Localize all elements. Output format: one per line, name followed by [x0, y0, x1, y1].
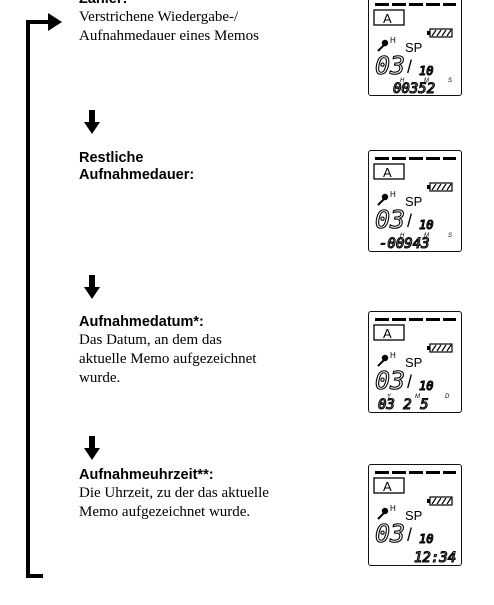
heading-line: Aufnahmedauer: — [79, 167, 195, 183]
microphone-icon — [377, 39, 389, 52]
unit-label: M — [415, 394, 420, 400]
mic-sensitivity: H — [390, 504, 396, 513]
step-heading: Zähler: — [79, 0, 349, 8]
step-counter: Zähler: Verstrichene Wiedergabe-/ Aufnah… — [79, 0, 349, 46]
time-readout: -00943 — [379, 236, 430, 251]
unit-label: S — [448, 233, 452, 239]
step-heading: Restliche Aufnahmedauer: — [79, 150, 349, 184]
unit-label: H — [400, 233, 405, 239]
step-heading: Aufnahmedatum*: — [79, 314, 204, 330]
lcd-display: A H SP 03 / 10 Y M D 03 2 5 — [368, 311, 462, 413]
description-line: Die Uhrzeit, zu der das aktuelle — [79, 485, 269, 501]
folder-box — [373, 324, 405, 341]
unit-label: M — [424, 233, 429, 239]
unit-label: M — [424, 78, 429, 84]
slash: / — [407, 57, 412, 77]
lcd-screen: A H SP 03 / 10 12:34 — [373, 471, 457, 565]
lcd-screen: A H SP 03 / 10 H M S -00943 — [373, 157, 456, 251]
step-recording-date: Aufnahmedatum*: Das Datum, an dem das ak… — [79, 314, 349, 388]
segment-bar — [375, 157, 456, 160]
record-mode: SP — [405, 40, 422, 55]
description-line: Aufnahmedauer eines Memos — [79, 28, 259, 44]
microphone-icon — [377, 354, 389, 367]
memo-number: 03 — [375, 519, 405, 548]
lcd-display: A H SP 03 / 10 12:34 — [368, 464, 462, 566]
down-arrow-icon — [84, 110, 100, 134]
clock-readout: 12:34 — [414, 550, 456, 565]
memo-total: 10 — [419, 64, 433, 78]
mic-sensitivity: H — [390, 36, 396, 45]
flow-diagram — [26, 13, 62, 578]
folder-box — [373, 477, 405, 494]
description-line: Das Datum, an dem das — [79, 332, 222, 348]
step-recording-time: Aufnahmeuhrzeit**: Die Uhrzeit, zu der d… — [79, 467, 349, 522]
step-description: Die Uhrzeit, zu der das aktuelle Memo au… — [79, 484, 349, 522]
lcd-display: A H SP 03 / 10 H M S 00352 — [368, 0, 462, 96]
unit-label: D — [445, 394, 450, 400]
folder-box — [373, 9, 405, 26]
folder-label: A — [383, 326, 392, 341]
slash: / — [407, 372, 412, 392]
folder-label: A — [383, 11, 392, 26]
segment-bar — [375, 471, 456, 474]
description-line: aktuelle Memo aufgezeichnet — [79, 351, 257, 367]
slash: / — [407, 525, 412, 545]
mic-sensitivity: H — [390, 190, 396, 199]
time-readout: 00352 — [393, 81, 435, 95]
folder-label: A — [383, 165, 392, 180]
date-readout: 03 2 5 — [378, 397, 429, 412]
down-arrow-icon — [84, 436, 100, 460]
step-description: Das Datum, an dem das aktuelle Memo aufg… — [79, 331, 349, 388]
segment-bar — [375, 318, 456, 321]
battery-icon — [427, 182, 453, 192]
folder-label: A — [383, 479, 392, 494]
battery-icon — [427, 343, 453, 353]
description-line: Verstrichene Wiedergabe-/ — [79, 9, 239, 25]
memo-number: 03 — [375, 205, 405, 234]
memo-total: 10 — [419, 532, 433, 546]
mic-sensitivity: H — [390, 351, 396, 360]
description-line: Memo aufgezeichnet wurde. — [79, 504, 251, 520]
down-arrow-icon — [84, 275, 100, 299]
memo-number: 03 — [375, 366, 405, 395]
unit-label: S — [448, 78, 452, 84]
description-line: wurde. — [79, 370, 121, 386]
lcd-screen: A H SP 03 / 10 Y M D 03 2 5 — [373, 318, 456, 412]
unit-label: Y — [387, 394, 392, 400]
lcd-screen: A H SP 03 / 10 H M S 00352 — [373, 3, 456, 95]
record-mode: SP — [405, 194, 422, 209]
record-mode: SP — [405, 355, 422, 370]
battery-icon — [427, 28, 453, 38]
heading-line: Restliche — [79, 150, 144, 166]
return-loop-arrow-icon — [26, 13, 62, 578]
battery-icon — [427, 496, 453, 506]
unit-label: H — [400, 78, 405, 84]
memo-total: 10 — [419, 218, 433, 232]
slash: / — [407, 211, 412, 231]
record-mode: SP — [405, 508, 422, 523]
lcd-display: A H SP 03 / 10 H M S -00943 — [368, 150, 462, 252]
memo-number: 03 — [375, 51, 405, 80]
microphone-icon — [377, 507, 389, 520]
folder-box — [373, 163, 405, 180]
segment-bar — [375, 3, 456, 6]
microphone-icon — [377, 193, 389, 206]
step-remaining-time: Restliche Aufnahmedauer: — [79, 150, 349, 184]
step-description: Verstrichene Wiedergabe-/ Aufnahmedauer … — [79, 8, 349, 46]
memo-total: 10 — [419, 379, 433, 393]
step-heading: Aufnahmeuhrzeit**: — [79, 467, 214, 483]
